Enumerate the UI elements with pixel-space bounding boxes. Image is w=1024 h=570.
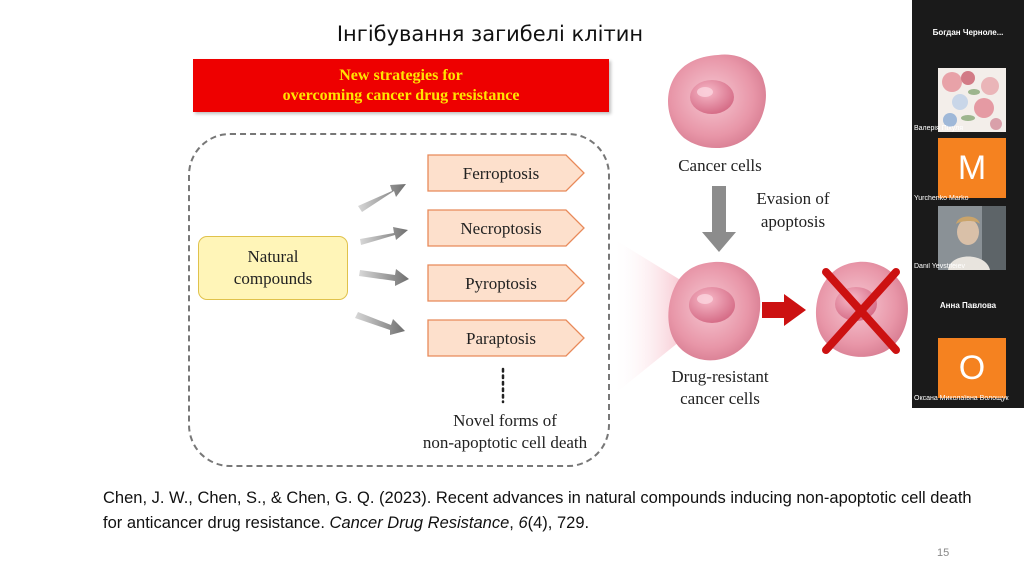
participant-name: Валерія Піхуля: [914, 125, 964, 132]
arrow-to-pyroptosis: [359, 269, 409, 286]
citation: Chen, J. W., Chen, S., & Chen, G. Q. (20…: [103, 486, 983, 536]
resistant-line-1: Drug-resistant: [671, 367, 769, 386]
page-number: 15: [937, 547, 950, 559]
evasion-line-2: apoptosis: [760, 212, 826, 231]
natural-compounds-box: Natural compounds: [198, 236, 348, 300]
cancer-cell-icon: [668, 54, 766, 149]
person-video-icon: [938, 206, 1006, 270]
pathway-pyroptosis: Pyroptosis: [427, 264, 585, 302]
pathways-container: [188, 133, 610, 467]
fan-arrows: [355, 184, 409, 335]
pink-beam: [612, 238, 700, 396]
novel-line-1: Novel forms of: [453, 411, 557, 430]
participant-name-top: Богдан Черноле...: [932, 28, 1004, 37]
citation-sep: ,: [509, 514, 519, 532]
avatar: M: [938, 138, 1006, 198]
evasion-line-1: Evasion of: [756, 189, 830, 208]
participant-name: Yurchenko Marko: [914, 195, 969, 202]
participant-tile-yurchenko[interactable]: M Yurchenko Marko: [912, 136, 1024, 204]
strategy-banner: New strategies for overcoming cancer dru…: [193, 59, 609, 112]
resistant-cell-icon: [668, 261, 761, 361]
banner-line-2: overcoming cancer drug resistance: [282, 86, 520, 104]
pathway-label: Pyroptosis: [465, 274, 537, 293]
evasion-label: Evasion of apoptosis: [738, 187, 848, 233]
pathway-label: Paraptosis: [466, 329, 536, 348]
participant-tile-valeriia[interactable]: Валерія Піхуля: [912, 66, 1024, 134]
cross-icon: [822, 268, 900, 354]
participant-tile-anna[interactable]: Анна Павлова: [939, 301, 997, 310]
pathway-label: Ferroptosis: [463, 164, 540, 183]
participant-name: Оксана Миколаївна Волощук: [914, 395, 1009, 402]
resistant-line-2: cancer cells: [680, 389, 760, 408]
arrow-to-necroptosis: [360, 227, 408, 245]
arrow-to-ferroptosis: [358, 184, 406, 212]
pathway-necroptosis: Necroptosis: [427, 209, 585, 247]
avatar: О: [938, 338, 1006, 398]
slide-title: Інгібування загибелі клітин: [336, 22, 644, 46]
pathway-ferroptosis: Ferroptosis: [427, 154, 585, 192]
participant-tile-danil[interactable]: Danil Yevstifeiev: [912, 204, 1024, 272]
arrow-to-paraptosis: [355, 312, 405, 335]
cancer-cells-label: Cancer cells: [678, 156, 762, 175]
participant-name: Danil Yevstifeiev: [914, 263, 965, 270]
resistant-label: Drug-resistant cancer cells: [655, 366, 785, 410]
novel-line-2: non-apoptotic cell death: [422, 433, 588, 452]
citation-rest: (4), 729.: [527, 514, 590, 532]
participants-panel: Богдан Черноле... Валерія Піхуля M Yurch…: [912, 0, 1024, 408]
pathway-paraptosis: Paraptosis: [427, 319, 585, 357]
natural-line-2: compounds: [233, 269, 313, 288]
banner-line-1: New strategies for: [339, 66, 463, 84]
participant-tile-oksana[interactable]: О Оксана Миколаївна Волощук: [912, 336, 1024, 404]
citation-journal: Cancer Drug Resistance: [329, 514, 510, 532]
natural-line-1: Natural: [247, 247, 299, 266]
citation-volume: 6: [518, 514, 528, 532]
diagram-graphics: Ferroptosis Necroptosis Pyroptosis Parap…: [355, 54, 908, 404]
down-arrow: [702, 186, 736, 252]
flowers-image-icon: [938, 68, 1006, 132]
pathway-label: Necroptosis: [460, 219, 541, 238]
citation-main: Chen, J. W., Chen, S., & Chen, G. Q. (20…: [103, 489, 972, 532]
novel-forms-label: Novel forms of non-apoptotic cell death: [395, 410, 615, 454]
red-arrow-icon: [762, 294, 806, 326]
